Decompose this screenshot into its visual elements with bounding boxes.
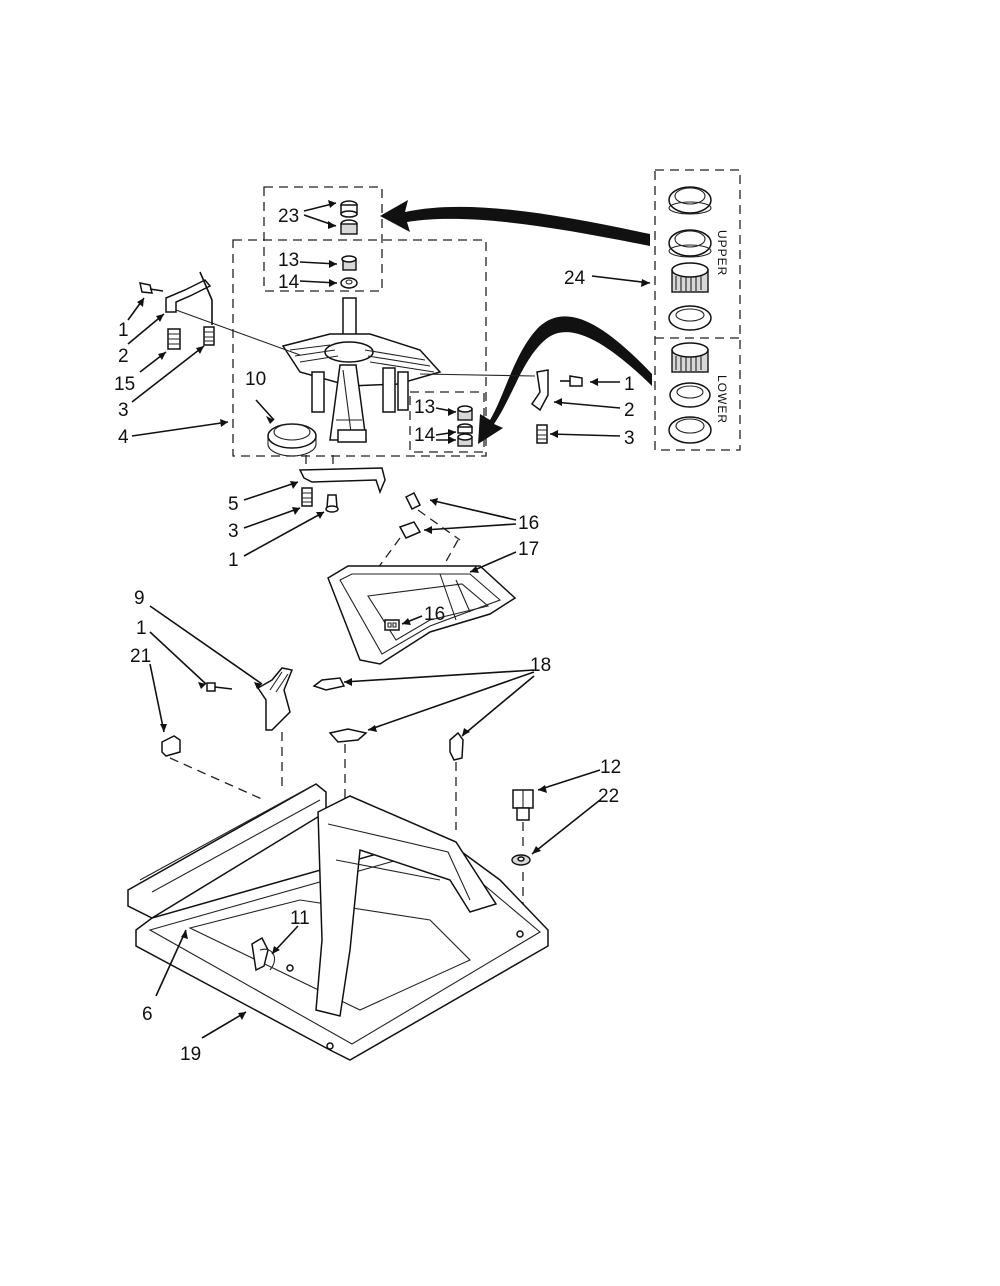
upper-snubber-group-box <box>263 186 383 292</box>
arrow-heads <box>137 200 650 1020</box>
callout-10: 10 <box>245 369 266 390</box>
callout-1-lower: 1 <box>228 550 239 571</box>
leveling-bolt <box>511 789 534 930</box>
callout-16-upper: 16 <box>518 513 539 534</box>
left-latch-hardware <box>161 667 294 801</box>
callout-1-right: 1 <box>624 374 635 395</box>
callout-14-lower: 14 <box>414 425 436 446</box>
callout-2-right: 2 <box>624 400 635 421</box>
tub-ring <box>267 423 317 457</box>
lower-kit-rings <box>668 342 712 444</box>
callout-3-lower: 3 <box>228 521 239 542</box>
callout-9: 9 <box>134 588 145 609</box>
callout-15: 15 <box>114 374 135 395</box>
callout-11: 11 <box>290 908 310 929</box>
callout-19: 19 <box>180 1044 201 1065</box>
leader-lines <box>127 202 651 1039</box>
suspension-spider <box>281 297 442 443</box>
callout-23: 23 <box>278 206 299 227</box>
upper-kit-arrow <box>380 200 650 246</box>
suspension-assembly-box <box>232 239 487 457</box>
left-bracket-hardware <box>139 271 301 356</box>
base-frame-top <box>327 491 517 665</box>
upper-snubbers <box>340 200 358 289</box>
lower-snubber-group-box <box>409 391 485 453</box>
callout-14-upper: 14 <box>278 272 300 293</box>
callout-6: 6 <box>142 1004 153 1025</box>
lower-kit-arrow <box>478 316 652 444</box>
retainer-clips <box>312 677 464 830</box>
upper-kit-rings <box>668 186 712 331</box>
bearing-kit-box <box>654 169 741 451</box>
callout-21: 21 <box>130 646 151 667</box>
callout-22: 22 <box>598 786 619 807</box>
cabinet-base <box>127 783 549 1061</box>
callout-4: 4 <box>118 427 129 448</box>
callout-13-upper: 13 <box>278 250 299 271</box>
kit-upper-label: UPPER <box>715 230 729 276</box>
callout-17: 17 <box>518 539 539 560</box>
callout-3-left: 3 <box>118 400 129 421</box>
callout-12: 12 <box>600 757 621 778</box>
callout-2-left: 2 <box>118 346 129 367</box>
callout-24: 24 <box>564 268 586 289</box>
callout-1-latch: 1 <box>136 618 147 639</box>
lower-bar-hardware <box>298 455 386 513</box>
kit-lower-label: LOWER <box>715 375 729 424</box>
callout-13-lower: 13 <box>414 397 435 418</box>
callout-1-left: 1 <box>118 320 129 341</box>
callout-3-right: 3 <box>624 428 635 449</box>
callout-16-lower: 16 <box>424 604 445 625</box>
callout-18: 18 <box>530 655 551 676</box>
right-bracket-hardware <box>419 369 583 444</box>
lower-snubbers <box>457 405 473 447</box>
callout-5: 5 <box>228 494 239 515</box>
